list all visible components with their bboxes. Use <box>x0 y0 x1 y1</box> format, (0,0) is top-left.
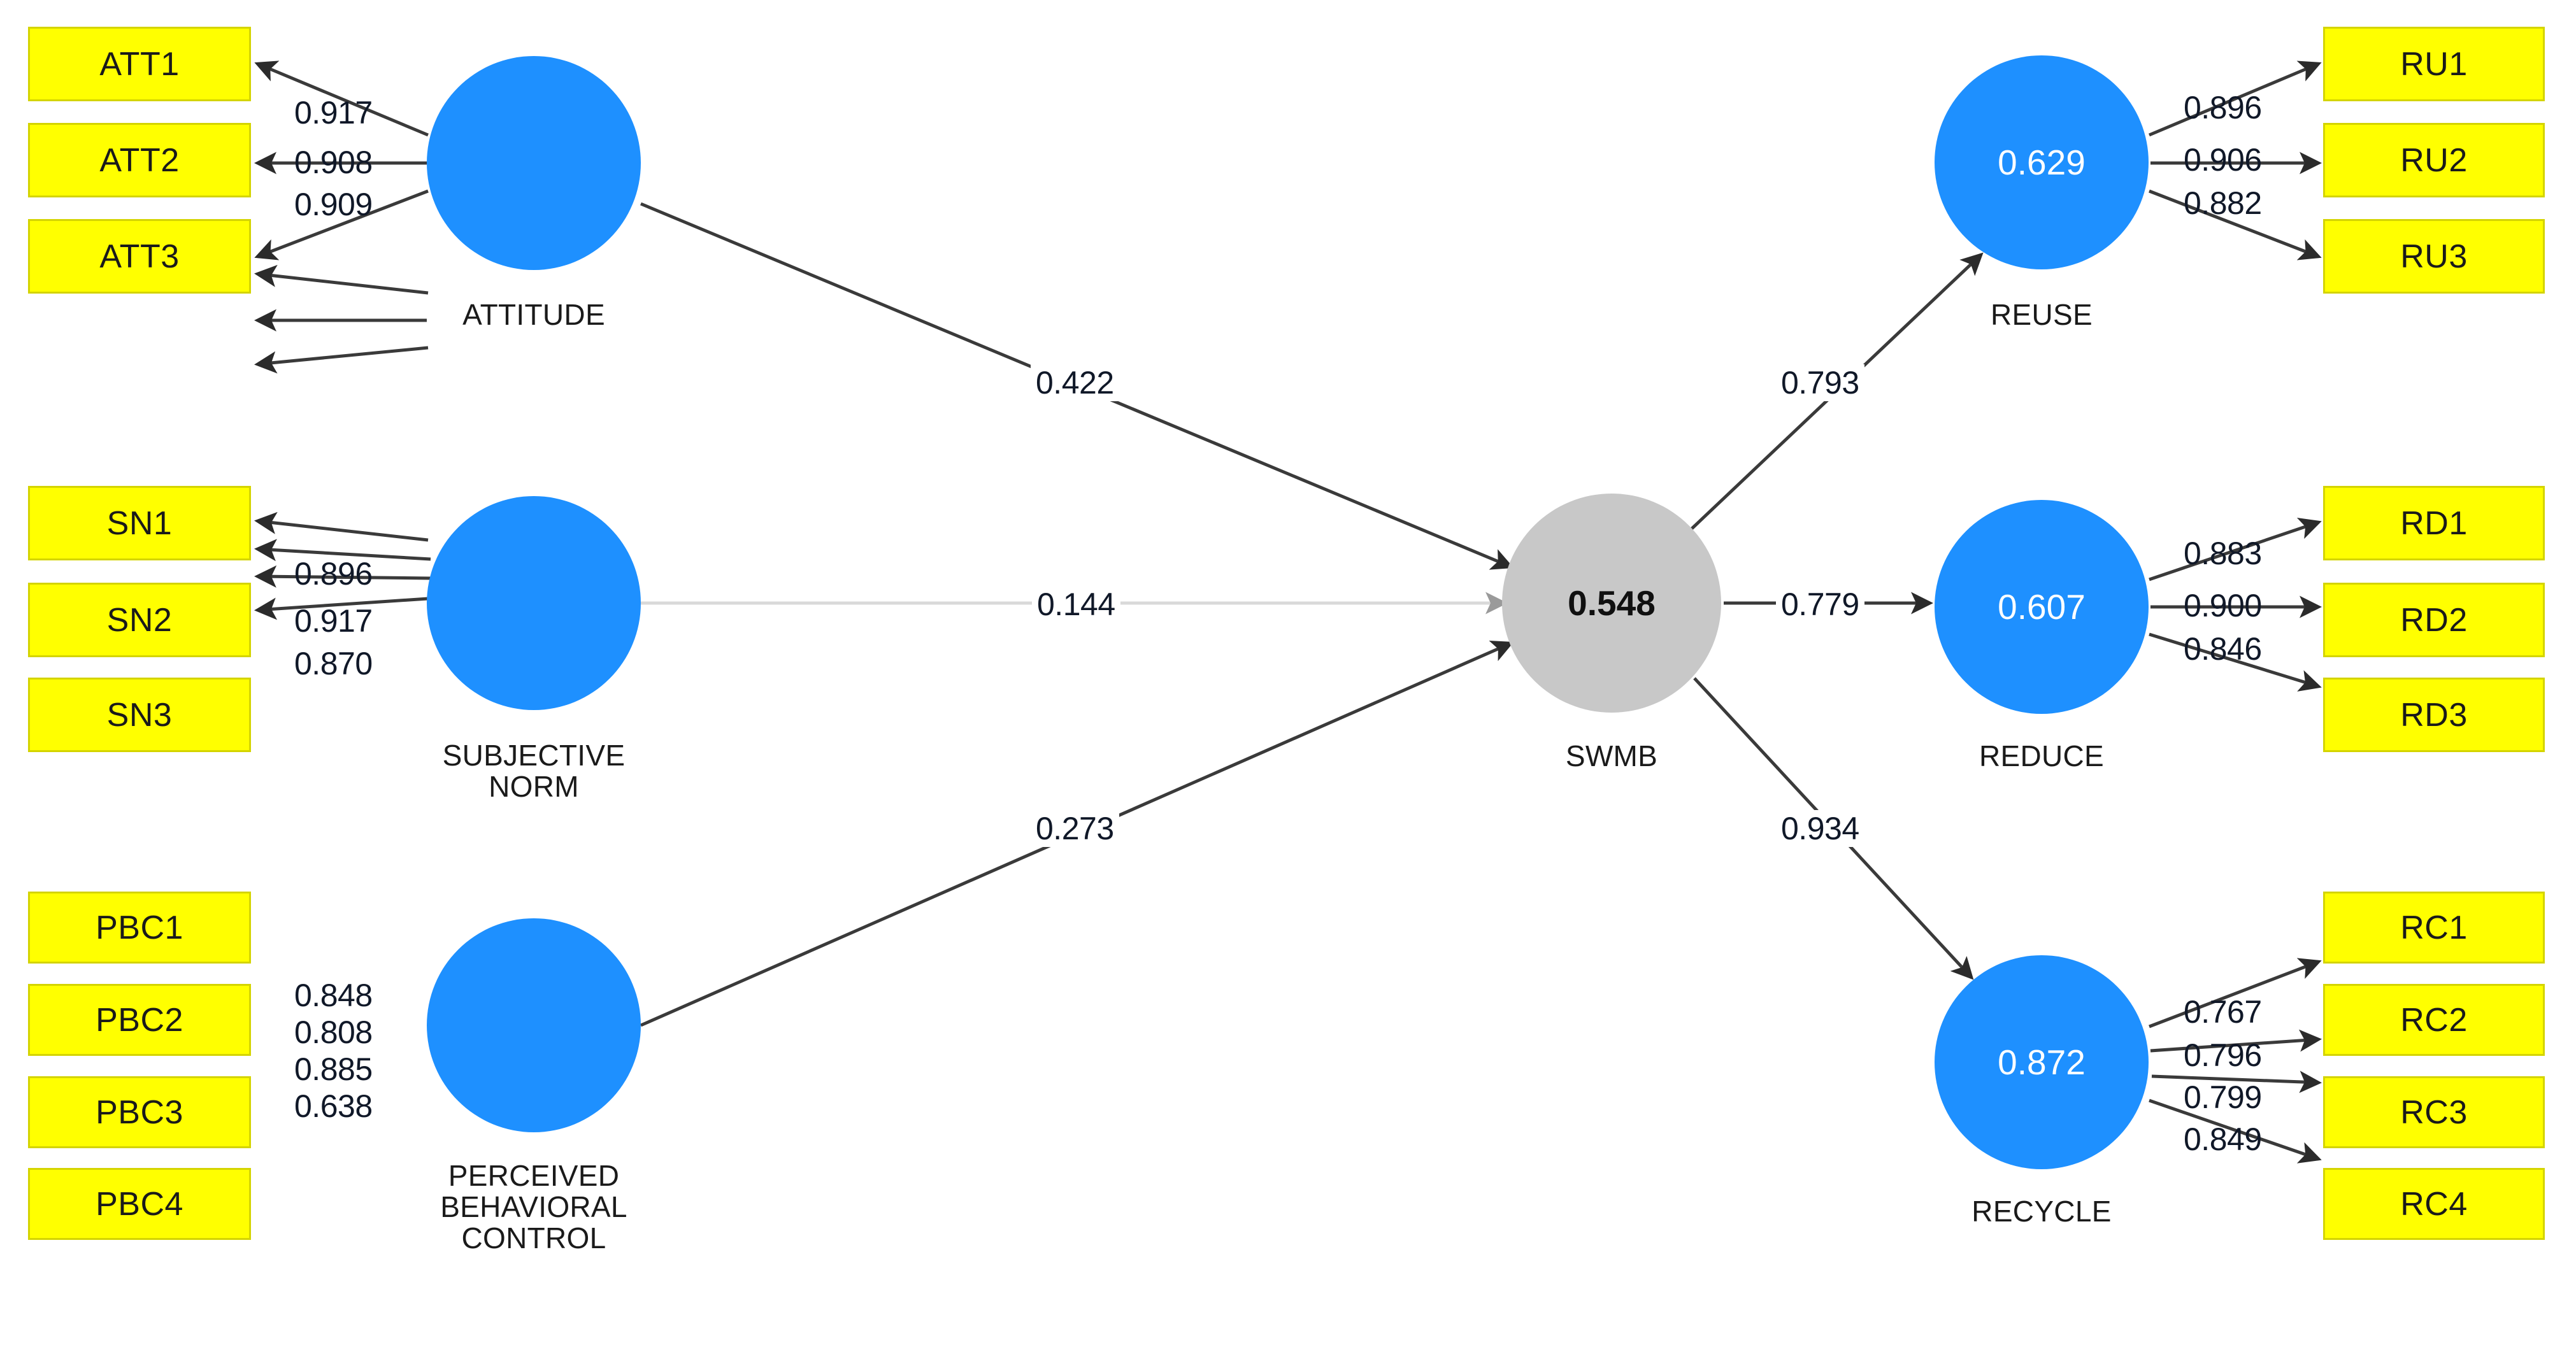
loading-label-rc1: 0.767 <box>2184 994 2262 1030</box>
measurement-arrows-subjective-norm <box>254 264 429 374</box>
path-label-swmb-recycle: 0.934 <box>1776 810 1864 847</box>
measurement-arrows-reuse <box>2149 60 2322 260</box>
indicator-box-att3[interactable]: ATT3 <box>28 219 251 294</box>
indicator-box-ru3[interactable]: RU3 <box>2323 219 2545 294</box>
construct-node-reuse[interactable]: 0.629 <box>1935 55 2149 269</box>
loading-label-pbc1: 0.848 <box>294 978 373 1013</box>
indicator-box-pbc2[interactable]: PBC2 <box>28 984 251 1056</box>
indicator-box-att1[interactable]: ATT1 <box>28 27 251 101</box>
loading-label-sn2: 0.917 <box>294 603 373 639</box>
construct-label-reuse: REUSE <box>1991 298 2093 331</box>
indicator-box-rd1[interactable]: RD1 <box>2323 486 2545 560</box>
construct-node-pbc[interactable] <box>427 918 641 1132</box>
indicator-box-sn2[interactable]: SN2 <box>28 583 251 657</box>
construct-label-pbc: PERCEIVED BEHAVIORAL CONTROL <box>440 1159 627 1255</box>
construct-node-subjective-norm[interactable] <box>427 496 641 710</box>
loading-label-pbc3: 0.885 <box>294 1051 373 1087</box>
construct-node-attitude[interactable] <box>427 56 641 270</box>
construct-node-recycle[interactable]: 0.872 <box>1935 955 2149 1169</box>
indicator-box-rd3[interactable]: RD3 <box>2323 678 2545 752</box>
indicator-box-rd2[interactable]: RD2 <box>2323 583 2545 657</box>
loading-label-pbc2: 0.808 <box>294 1014 373 1050</box>
indicator-box-sn1[interactable]: SN1 <box>28 486 251 560</box>
path-label-pbc-swmb: 0.273 <box>1031 810 1119 847</box>
indicator-box-rc4[interactable]: RC4 <box>2323 1168 2545 1240</box>
indicator-box-ru2[interactable]: RU2 <box>2323 123 2545 197</box>
path-label-attitude-swmb: 0.422 <box>1031 364 1119 401</box>
construct-label-swmb: SWMB <box>1565 739 1658 772</box>
indicator-box-rc1[interactable]: RC1 <box>2323 892 2545 964</box>
construct-label-reduce: REDUCE <box>1979 739 2105 772</box>
loading-label-rc3: 0.799 <box>2184 1079 2262 1115</box>
construct-node-reduce[interactable]: 0.607 <box>1935 500 2149 714</box>
indicator-box-sn3[interactable]: SN3 <box>28 678 251 752</box>
loading-label-rd2: 0.900 <box>2184 588 2262 623</box>
loading-label-sn1: 0.896 <box>294 556 373 592</box>
indicator-box-rc3[interactable]: RC3 <box>2323 1076 2545 1148</box>
loading-label-att2: 0.908 <box>294 145 373 180</box>
measurement-arrows-pbc <box>254 511 431 620</box>
measurement-arrows-reduce <box>2149 518 2322 692</box>
indicator-box-att2[interactable]: ATT2 <box>28 123 251 197</box>
indicator-box-pbc3[interactable]: PBC3 <box>28 1076 251 1148</box>
loading-label-att3: 0.909 <box>294 187 373 222</box>
loading-label-sn3: 0.870 <box>294 646 373 681</box>
construct-label-subjective-norm: SUBJECTIVE NORM <box>442 739 626 803</box>
construct-label-attitude: ATTITUDE <box>462 298 605 331</box>
indicator-box-pbc1[interactable]: PBC1 <box>28 892 251 964</box>
loading-label-rc2: 0.796 <box>2184 1037 2262 1073</box>
measurement-arrows-attitude <box>254 60 429 260</box>
indicator-box-ru1[interactable]: RU1 <box>2323 27 2545 101</box>
measurement-arrows-recycle <box>2149 958 2322 1163</box>
loading-label-ru2: 0.906 <box>2184 142 2262 178</box>
loading-label-ru3: 0.882 <box>2184 185 2262 221</box>
loading-label-pbc4: 0.638 <box>294 1088 373 1124</box>
loading-label-att1: 0.917 <box>294 95 373 131</box>
construct-node-swmb[interactable]: 0.548 <box>1502 494 1721 713</box>
loading-label-ru1: 0.896 <box>2184 90 2262 125</box>
construct-label-recycle: RECYCLE <box>1971 1195 2112 1228</box>
indicator-box-pbc4[interactable]: PBC4 <box>28 1168 251 1240</box>
loading-label-rc4: 0.849 <box>2184 1121 2262 1157</box>
loading-label-rd3: 0.846 <box>2184 631 2262 667</box>
path-label-swmb-reduce: 0.779 <box>1776 586 1864 623</box>
path-label-subjective-norm-swmb: 0.144 <box>1032 586 1120 623</box>
path-label-swmb-reuse: 0.793 <box>1776 364 1864 401</box>
indicator-box-rc2[interactable]: RC2 <box>2323 984 2545 1056</box>
loading-label-rd1: 0.883 <box>2184 536 2262 571</box>
